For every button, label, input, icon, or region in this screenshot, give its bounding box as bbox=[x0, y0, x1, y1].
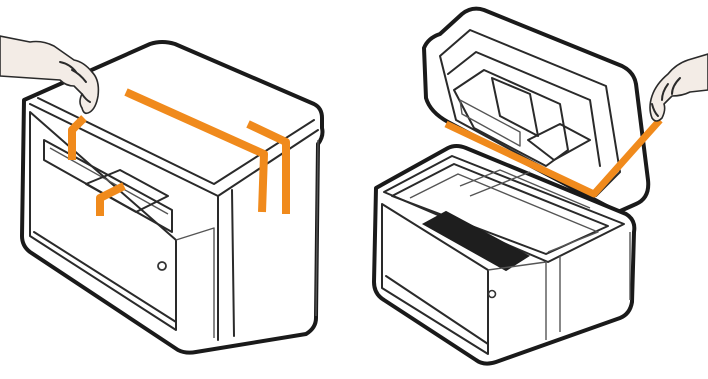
right-printer bbox=[374, 9, 648, 364]
left-printer bbox=[22, 42, 323, 353]
left-printer-outline bbox=[22, 42, 323, 353]
right-hand-icon bbox=[650, 54, 708, 121]
right-panel bbox=[374, 9, 708, 364]
left-power-button bbox=[158, 262, 166, 270]
left-panel bbox=[0, 36, 323, 353]
right-power-button bbox=[489, 291, 496, 298]
